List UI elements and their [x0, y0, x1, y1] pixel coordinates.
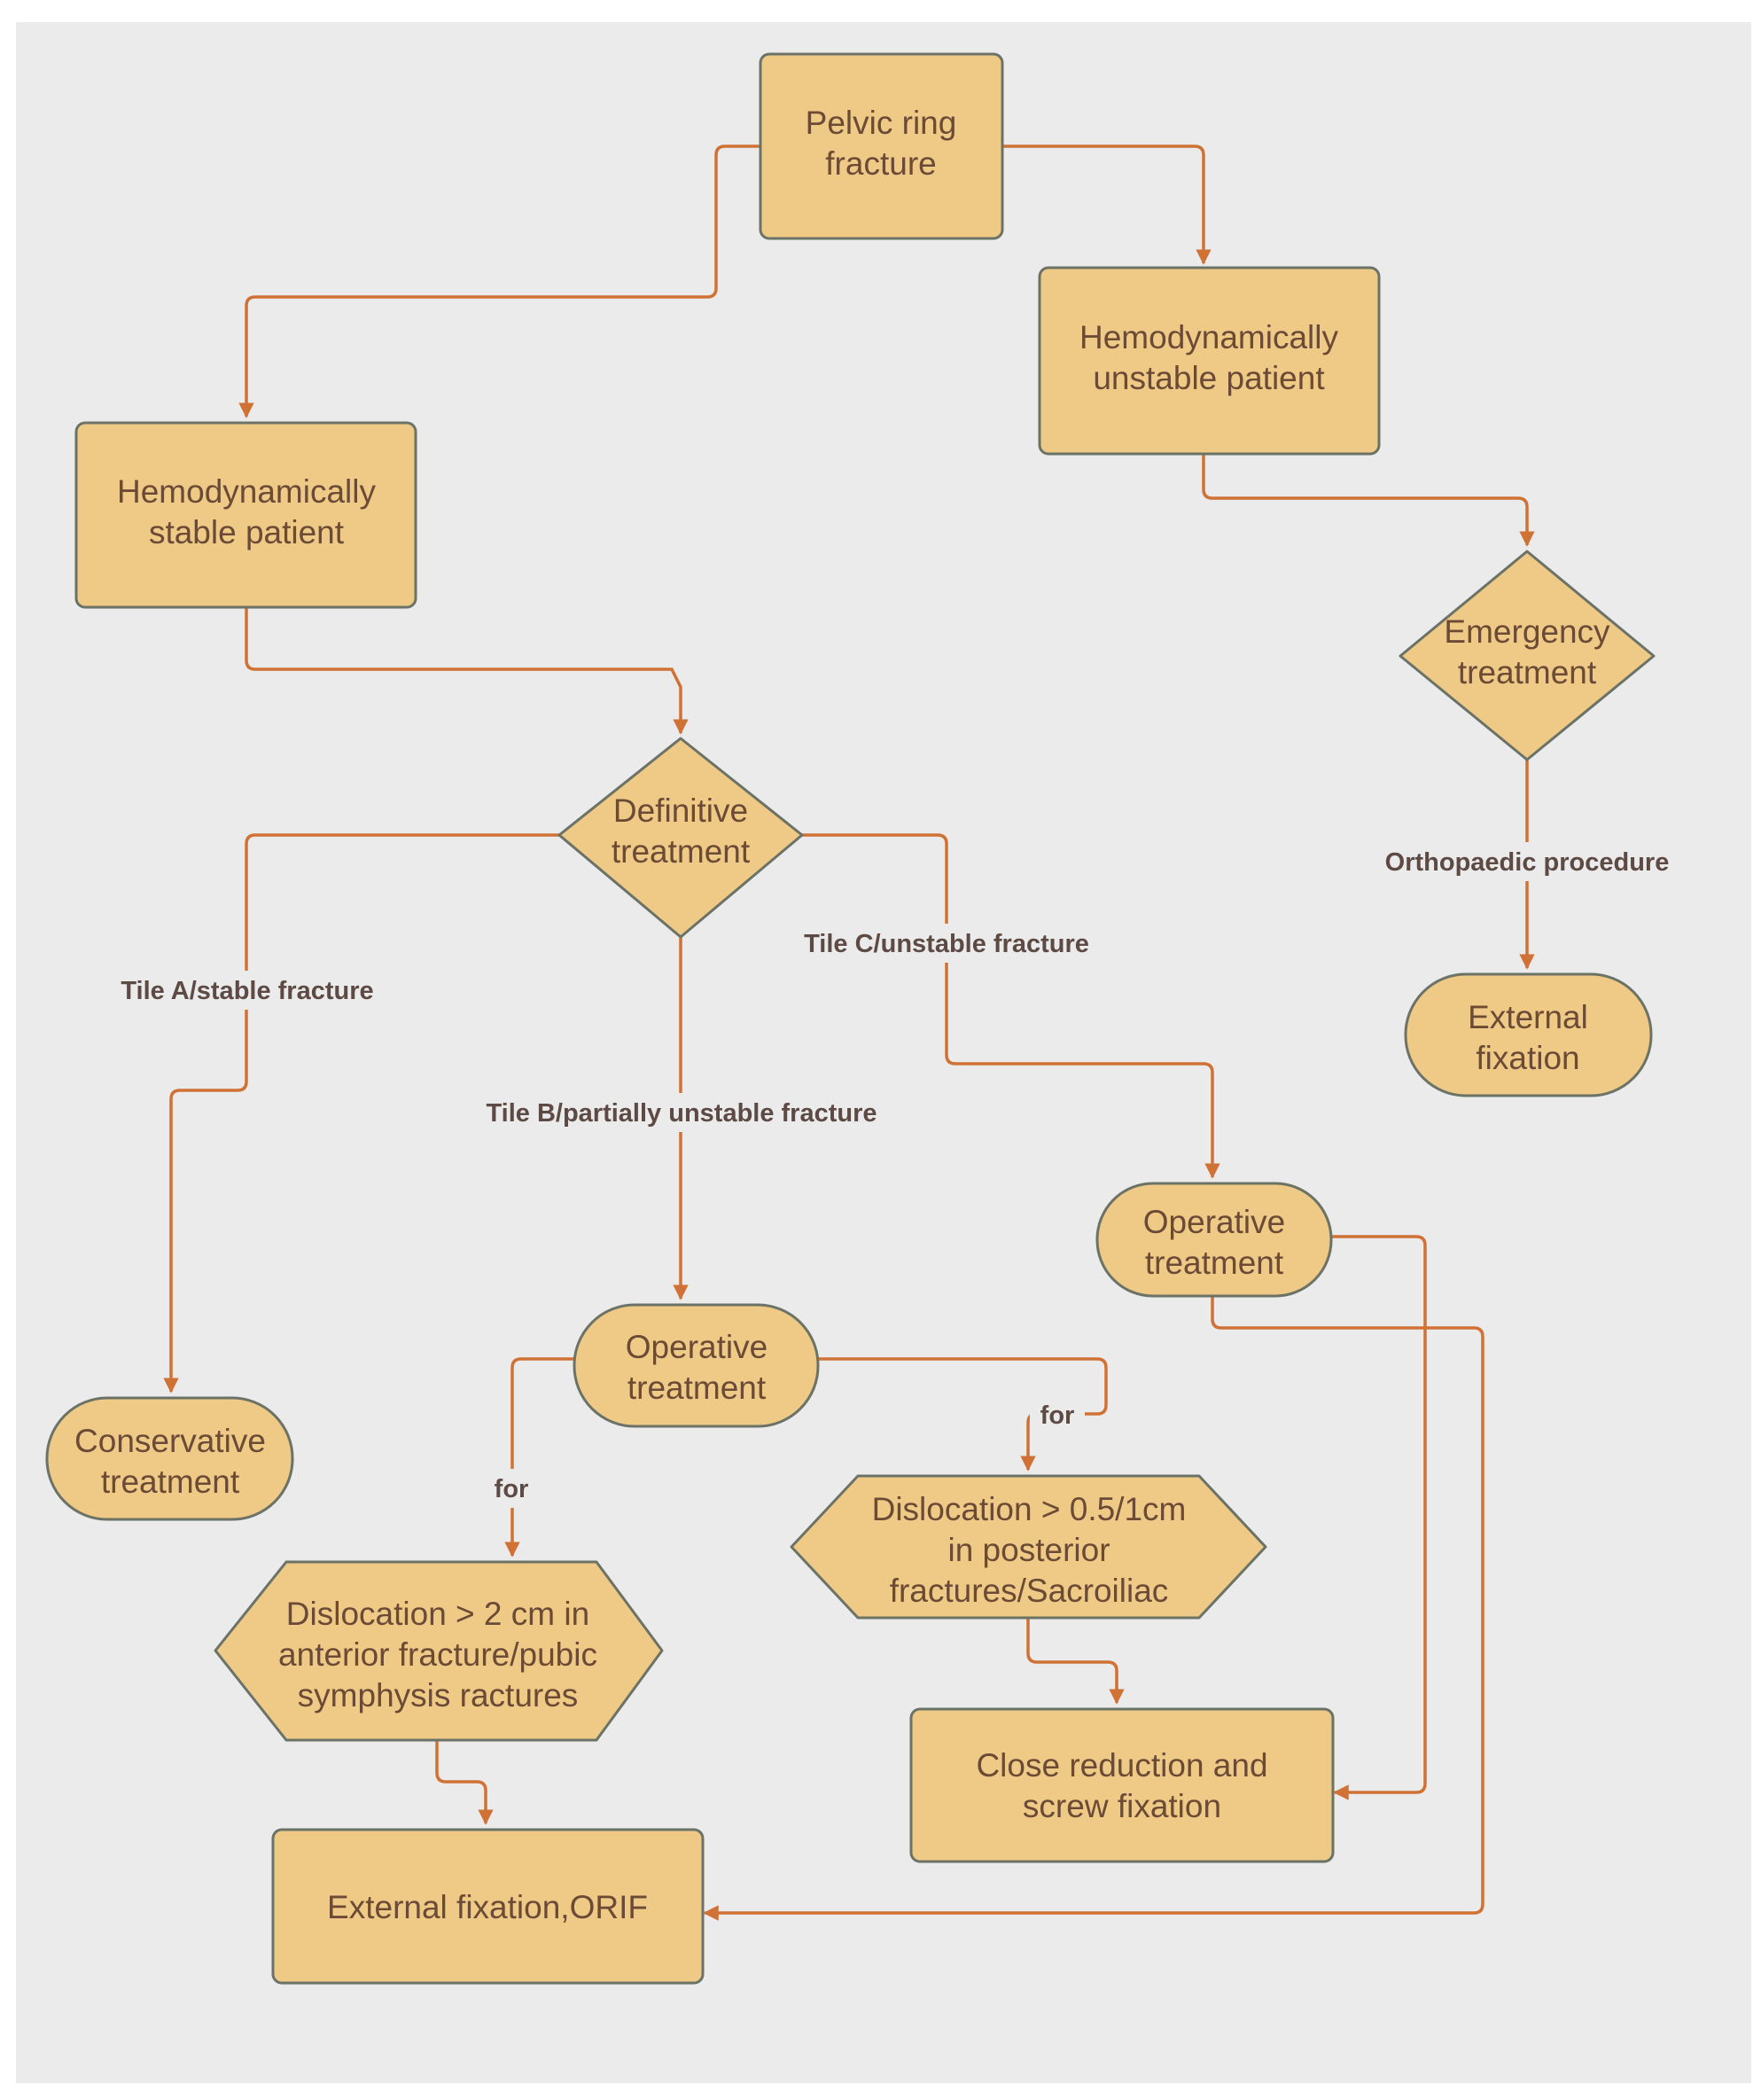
edge-labels: Orthopaedic procedure Tile A/stable frac…: [105, 842, 1691, 1508]
node-operative-treatment-b: Operative treatment: [573, 1303, 820, 1428]
node-text-line: fracture: [825, 145, 936, 182]
label-for-left: for: [495, 1475, 529, 1503]
node-text-line: stable patient: [149, 514, 345, 550]
node-text-line: unstable patient: [1093, 360, 1325, 396]
node-text-line: treatment: [1145, 1245, 1284, 1281]
node-text-line: fixation: [1476, 1040, 1579, 1076]
node-text-line: Dislocation > 2 cm in: [286, 1596, 589, 1632]
node-stable-patient: Hemodynamically stable patient: [74, 421, 417, 609]
node-text-line: Hemodynamically: [1079, 319, 1338, 355]
edge-definitive-to-operative-c: [802, 833, 1220, 1179]
node-text-line: fractures/Sacroiliac: [890, 1573, 1169, 1609]
node-definitive-treatment: Definitive treatment: [557, 737, 804, 939]
node-text-line: Operative: [626, 1329, 768, 1365]
node-dislocation-anterior: Dislocation > 2 cm in anterior fracture/…: [214, 1560, 664, 1742]
node-text-line: External: [1468, 999, 1588, 1035]
node-text-line: treatment: [627, 1370, 767, 1406]
flowchart: Orthopaedic procedure Tile A/stable frac…: [45, 52, 1691, 1985]
node-external-fixation: External fixation: [1404, 972, 1653, 1097]
label-tile-a: Tile A/stable fracture: [121, 977, 373, 1005]
label-tile-b: Tile B/partially unstable fracture: [486, 1099, 877, 1128]
node-text-line: Operative: [1143, 1204, 1285, 1240]
node-text-line: anterior fracture/pubic: [278, 1636, 597, 1673]
node-pelvic-ring-fracture: Pelvic ring fracture: [759, 52, 1004, 240]
node-text-line: symphysis ractures: [298, 1677, 579, 1714]
node-text-line: Definitive: [613, 792, 748, 829]
node-text-line: Hemodynamically: [117, 473, 376, 510]
node-operative-treatment-c: Operative treatment: [1095, 1182, 1333, 1298]
label-for-right: for: [1040, 1401, 1075, 1430]
node-text-line: Pelvic ring: [806, 105, 957, 141]
edge-posterior-to-close: [1026, 1618, 1125, 1705]
node-conservative-treatment: Conservative treatment: [45, 1396, 294, 1521]
edge-pelvic-to-unstable: [1002, 144, 1212, 265]
edge-stable-to-definitive: [245, 607, 689, 735]
node-text-line: External fixation,ORIF: [327, 1889, 648, 1925]
edge-operative-c-to-orif: [703, 1296, 1484, 1921]
edge-operative-b-to-anterior: [504, 1357, 574, 1557]
node-unstable-patient: Hemodynamically unstable patient: [1038, 266, 1381, 456]
node-external-fixation-orif: External fixation,ORIF: [271, 1828, 705, 1985]
node-emergency-treatment: Emergency treatment: [1399, 550, 1656, 761]
node-text-line: Emergency: [1444, 613, 1610, 650]
node-text-line: Close reduction and: [976, 1747, 1267, 1784]
edge-unstable-to-emergency: [1202, 454, 1535, 547]
node-text-line: Conservative: [74, 1423, 266, 1459]
edge-anterior-to-orif: [435, 1740, 494, 1825]
edge-pelvic-to-stable: [238, 144, 760, 418]
node-text-line: Dislocation > 0.5/1cm: [872, 1491, 1187, 1527]
connectors: [163, 144, 1535, 1921]
label-tile-c: Tile C/unstable fracture: [804, 930, 1089, 958]
node-text-line: treatment: [1458, 654, 1597, 691]
node-text-line: treatment: [612, 833, 751, 870]
node-text-line: in posterior: [947, 1532, 1110, 1568]
node-text-line: screw fixation: [1023, 1788, 1221, 1824]
diagram-canvas: Orthopaedic procedure Tile A/stable frac…: [16, 22, 1751, 2083]
label-orthopaedic-procedure: Orthopaedic procedure: [1385, 848, 1670, 877]
edge-operative-c-to-close: [1331, 1235, 1427, 1800]
node-close-reduction: Close reduction and screw fixation: [909, 1707, 1335, 1863]
edge-definitive-to-conservative: [163, 833, 559, 1393]
node-text-line: treatment: [101, 1464, 240, 1500]
node-dislocation-posterior: Dislocation > 0.5/1cm in posterior fract…: [790, 1474, 1267, 1620]
